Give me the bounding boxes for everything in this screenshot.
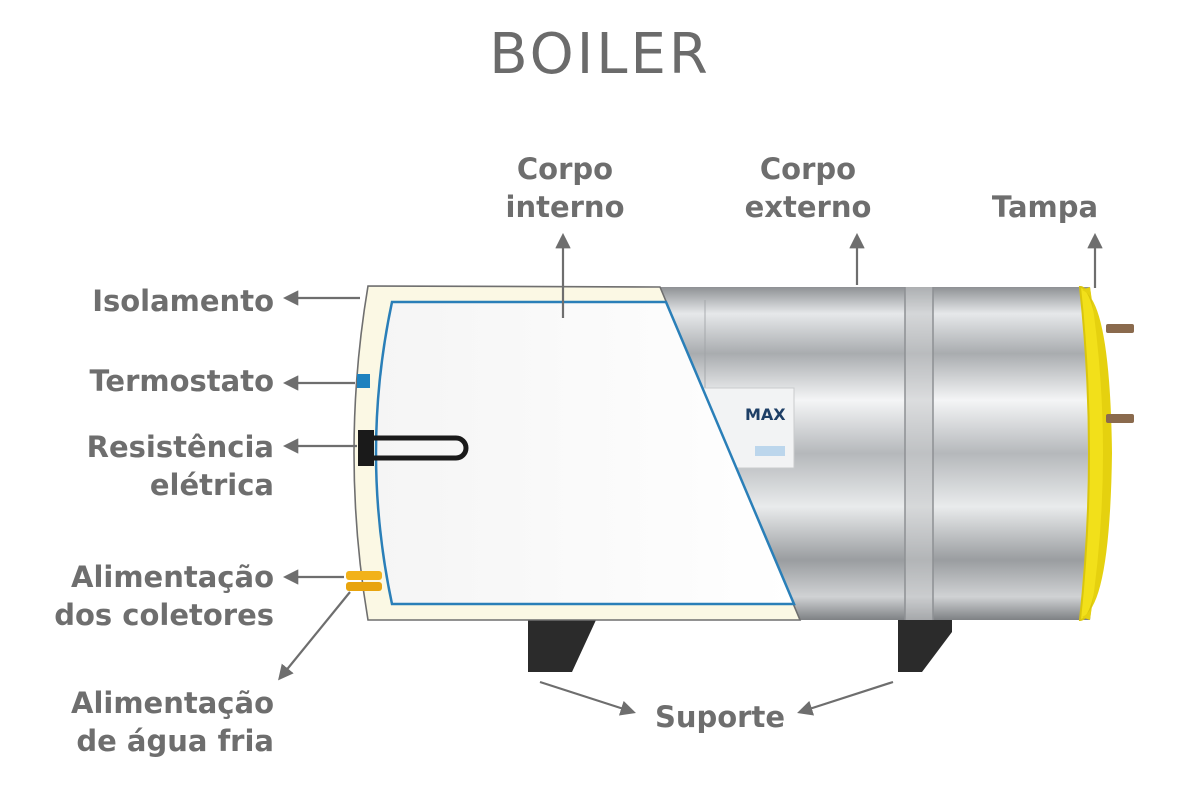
label-agua-fria-line2: de água fria: [76, 724, 274, 758]
label-corpo-interno-line1: Corpo: [516, 152, 614, 186]
label-termostato: Termostato: [89, 364, 274, 398]
label-corpo-externo: Corpo externo: [718, 150, 898, 226]
callout-arrows: [278, 232, 1103, 716]
inner-body: [374, 300, 796, 606]
label-tampa: Tampa: [991, 190, 1099, 224]
support-left: [528, 620, 596, 672]
label-resistencia-line1: Resistência: [86, 430, 274, 464]
thermostat: [357, 374, 370, 388]
outer-body: [660, 287, 1101, 620]
label-corpo-interno-line2: interno: [505, 190, 625, 224]
label-resistencia-line2: elétrica: [149, 468, 274, 502]
collector-pipe-top: [346, 571, 382, 580]
lid-nozzle-top: [1106, 324, 1134, 333]
label-coletores-line2: dos coletores: [54, 598, 274, 632]
collector-pipe-bottom: [346, 582, 382, 591]
arrow-suporte-right: [797, 680, 894, 716]
label-corpo-externo-line1: Corpo: [759, 152, 857, 186]
arrow-agua-fria: [278, 591, 351, 681]
resistance-element: [374, 435, 469, 461]
arrow-suporte-left: [539, 680, 636, 716]
label-corpo-externo-line2: externo: [744, 190, 872, 224]
label-isolamento: Isolamento: [92, 284, 274, 318]
label-suporte: Suporte: [654, 700, 786, 734]
product-sticker-text: MAX: [745, 405, 786, 424]
body-seam: [905, 287, 933, 620]
label-alimentacao-coletores: Alimentação dos coletores: [20, 558, 274, 634]
lid-nozzle-bottom: [1106, 414, 1134, 423]
diagram-title: BOILER: [489, 22, 711, 87]
label-agua-fria-line1: Alimentação: [71, 686, 274, 720]
label-alimentacao-agua-fria: Alimentação de água fria: [20, 684, 274, 760]
support-right: [898, 620, 952, 672]
label-coletores-line1: Alimentação: [71, 560, 274, 594]
label-corpo-interno: Corpo interno: [440, 150, 690, 226]
resistance-flange: [358, 430, 374, 466]
label-resistencia: Resistência elétrica: [20, 428, 274, 504]
